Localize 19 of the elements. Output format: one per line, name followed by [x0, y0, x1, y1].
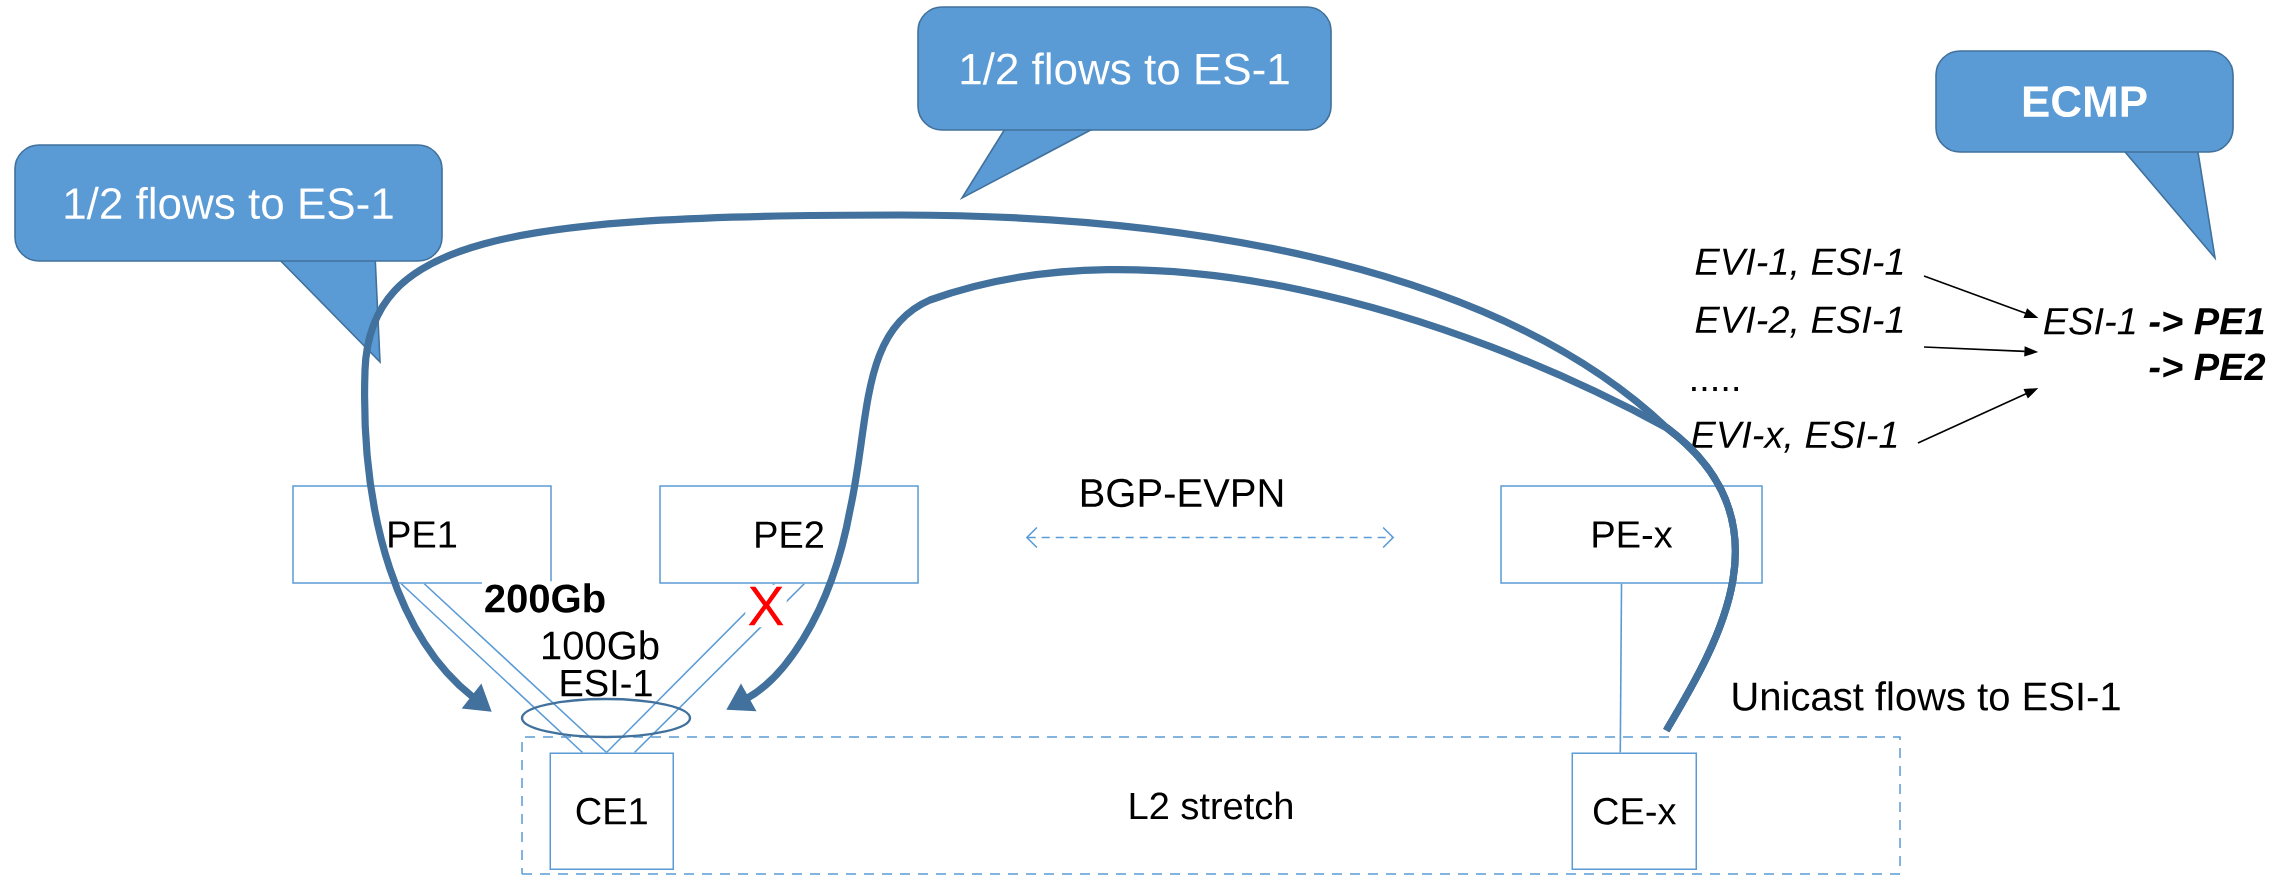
route-text: ESI-1 -> PE1 -> PE2 [2043, 307, 2266, 380]
device-box: PE1 [292, 485, 552, 584]
ellipsis-text: ..... [1692, 387, 1738, 392]
edge-label: 200Gb [481, 581, 609, 615]
device-box: PE-x [1500, 485, 1763, 584]
link-line [1619, 582, 1623, 754]
edge-label: BGP-EVPN [1076, 476, 1288, 510]
route-text: EVI-x, ESI-1 [1691, 421, 1897, 453]
route-text: EVI-2, ESI-1 [1695, 306, 1903, 338]
session-arrow [1025, 526, 1395, 549]
failure-mark: X [745, 584, 787, 628]
device-box: CE1 [549, 752, 674, 870]
route-text: EVI-1, ESI-1 [1695, 248, 1903, 280]
device-box: PE2 [659, 485, 919, 584]
link-line [423, 582, 608, 754]
device-box: CE-x [1571, 752, 1698, 870]
edge-label: 100Gb [537, 628, 663, 662]
note-text: Unicast flows to ESI-1 [1733, 681, 2120, 711]
link-line [400, 582, 584, 754]
